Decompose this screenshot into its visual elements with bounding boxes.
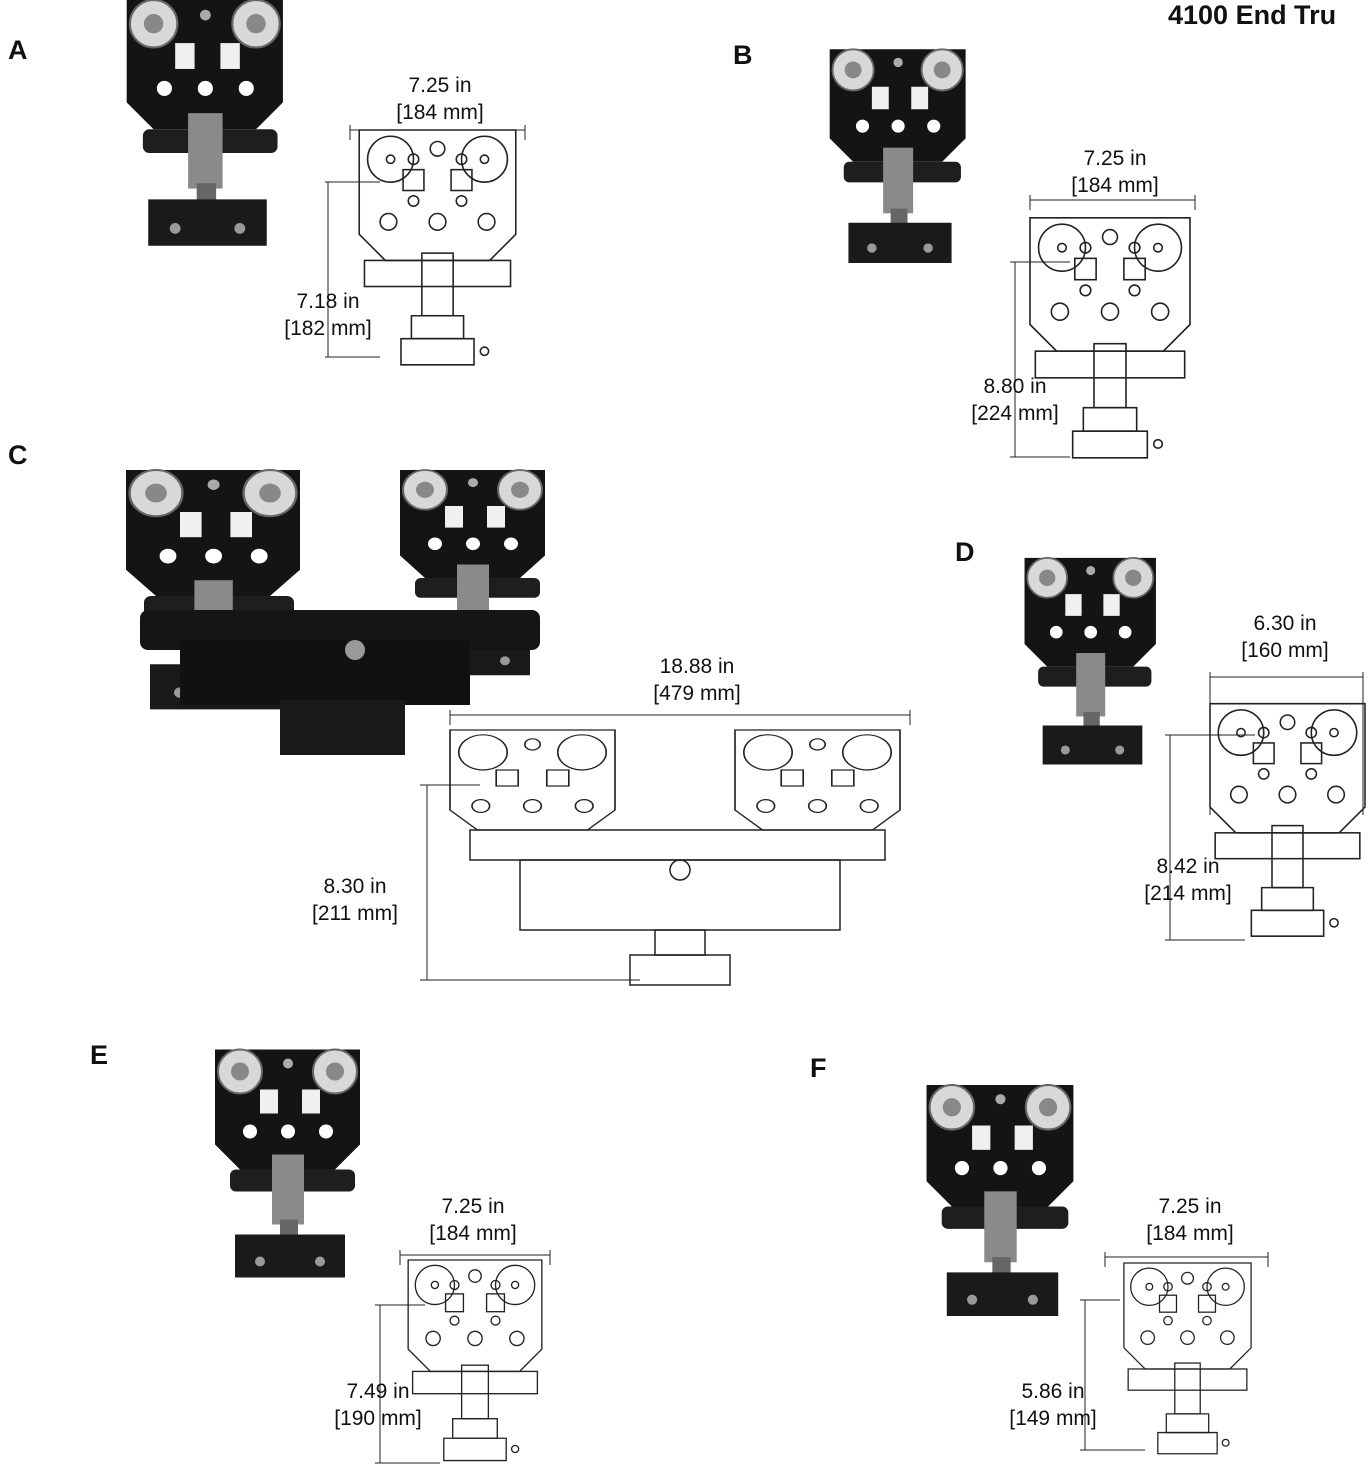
variant-c-width-in: 18.88 in xyxy=(659,655,735,678)
variant-a-height: 7.18 in [182 mm] xyxy=(268,288,388,342)
variant-d-letter: D xyxy=(955,537,975,567)
variant-e-height-mm: [190 mm] xyxy=(334,1407,422,1430)
variant-d-height-in: 8.42 in xyxy=(1156,855,1220,878)
variant-d-width: 6.30 in [160 mm] xyxy=(1195,610,1369,664)
variant-a-width: 7.25 in [184 mm] xyxy=(350,72,530,126)
variant-b-height: 8.80 in [224 mm] xyxy=(955,373,1075,427)
variant-e-letter: E xyxy=(90,1040,109,1070)
variant-f-height: 5.86 in [149 mm] xyxy=(993,1378,1113,1432)
variant-e-width: 7.25 in [184 mm] xyxy=(383,1193,563,1247)
variant-e-height: 7.49 in [190 mm] xyxy=(318,1378,438,1432)
variant-f-height-mm: [149 mm] xyxy=(1009,1407,1097,1430)
variant-e-dimension-lines xyxy=(375,1250,551,1464)
variant-b-width: 7.25 in [184 mm] xyxy=(1025,145,1205,199)
variant-a-letter: A xyxy=(8,35,28,65)
variant-e-width-mm: [184 mm] xyxy=(429,1222,517,1245)
variant-d-width-mm: [160 mm] xyxy=(1241,639,1329,662)
variant-b-height-in: 8.80 in xyxy=(983,375,1047,398)
variant-c-width-mm: [479 mm] xyxy=(653,682,741,705)
variant-c-dimension-lines xyxy=(420,710,911,981)
variant-c-drawing xyxy=(445,729,910,1000)
variant-d-height: 8.42 in [214 mm] xyxy=(1128,853,1248,907)
variant-f-width: 7.25 in [184 mm] xyxy=(1100,1193,1280,1247)
variant-a-height-mm: [182 mm] xyxy=(284,317,372,340)
variant-b-letter: B xyxy=(733,40,753,70)
variant-e-height-in: 7.49 in xyxy=(346,1380,410,1403)
variant-b-width-in: 7.25 in xyxy=(1083,147,1147,170)
variant-b-height-mm: [224 mm] xyxy=(971,402,1059,425)
variant-c-width: 18.88 in [479 mm] xyxy=(607,653,787,707)
variant-f-height-in: 5.86 in xyxy=(1021,1380,1085,1403)
variant-c-height-in: 8.30 in xyxy=(323,875,387,898)
variant-f-photo xyxy=(910,1083,1095,1320)
variant-a-height-in: 7.18 in xyxy=(296,290,360,313)
variant-c-height-mm: [211 mm] xyxy=(312,902,398,925)
variant-b-photo xyxy=(825,28,975,288)
variant-f-dimension-lines xyxy=(1080,1252,1269,1451)
variant-f-width-mm: [184 mm] xyxy=(1146,1222,1234,1245)
variant-a-dimension-lines xyxy=(325,125,526,358)
variant-c-letter: C xyxy=(8,440,28,470)
variant-c-photo xyxy=(120,468,570,760)
variant-f-letter: F xyxy=(810,1053,827,1083)
page-title: 4100 End Tru xyxy=(1168,0,1337,30)
variant-e-width-in: 7.25 in xyxy=(441,1195,505,1218)
variant-a-width-in: 7.25 in xyxy=(408,74,472,97)
variant-d-photo xyxy=(1020,528,1165,798)
variant-d-dimension-lines xyxy=(1165,672,1364,941)
variant-b-width-mm: [184 mm] xyxy=(1071,174,1159,197)
variant-e-photo xyxy=(210,1048,370,1283)
variant-d-height-mm: [214 mm] xyxy=(1144,882,1232,905)
variant-f-width-in: 7.25 in xyxy=(1158,1195,1222,1218)
variant-a-width-mm: [184 mm] xyxy=(396,101,484,124)
variant-d-width-in: 6.30 in xyxy=(1253,612,1317,635)
variant-a-photo xyxy=(120,0,295,250)
variant-b-dimension-lines xyxy=(1010,195,1196,458)
variant-c-height: 8.30 in [211 mm] xyxy=(295,873,415,927)
